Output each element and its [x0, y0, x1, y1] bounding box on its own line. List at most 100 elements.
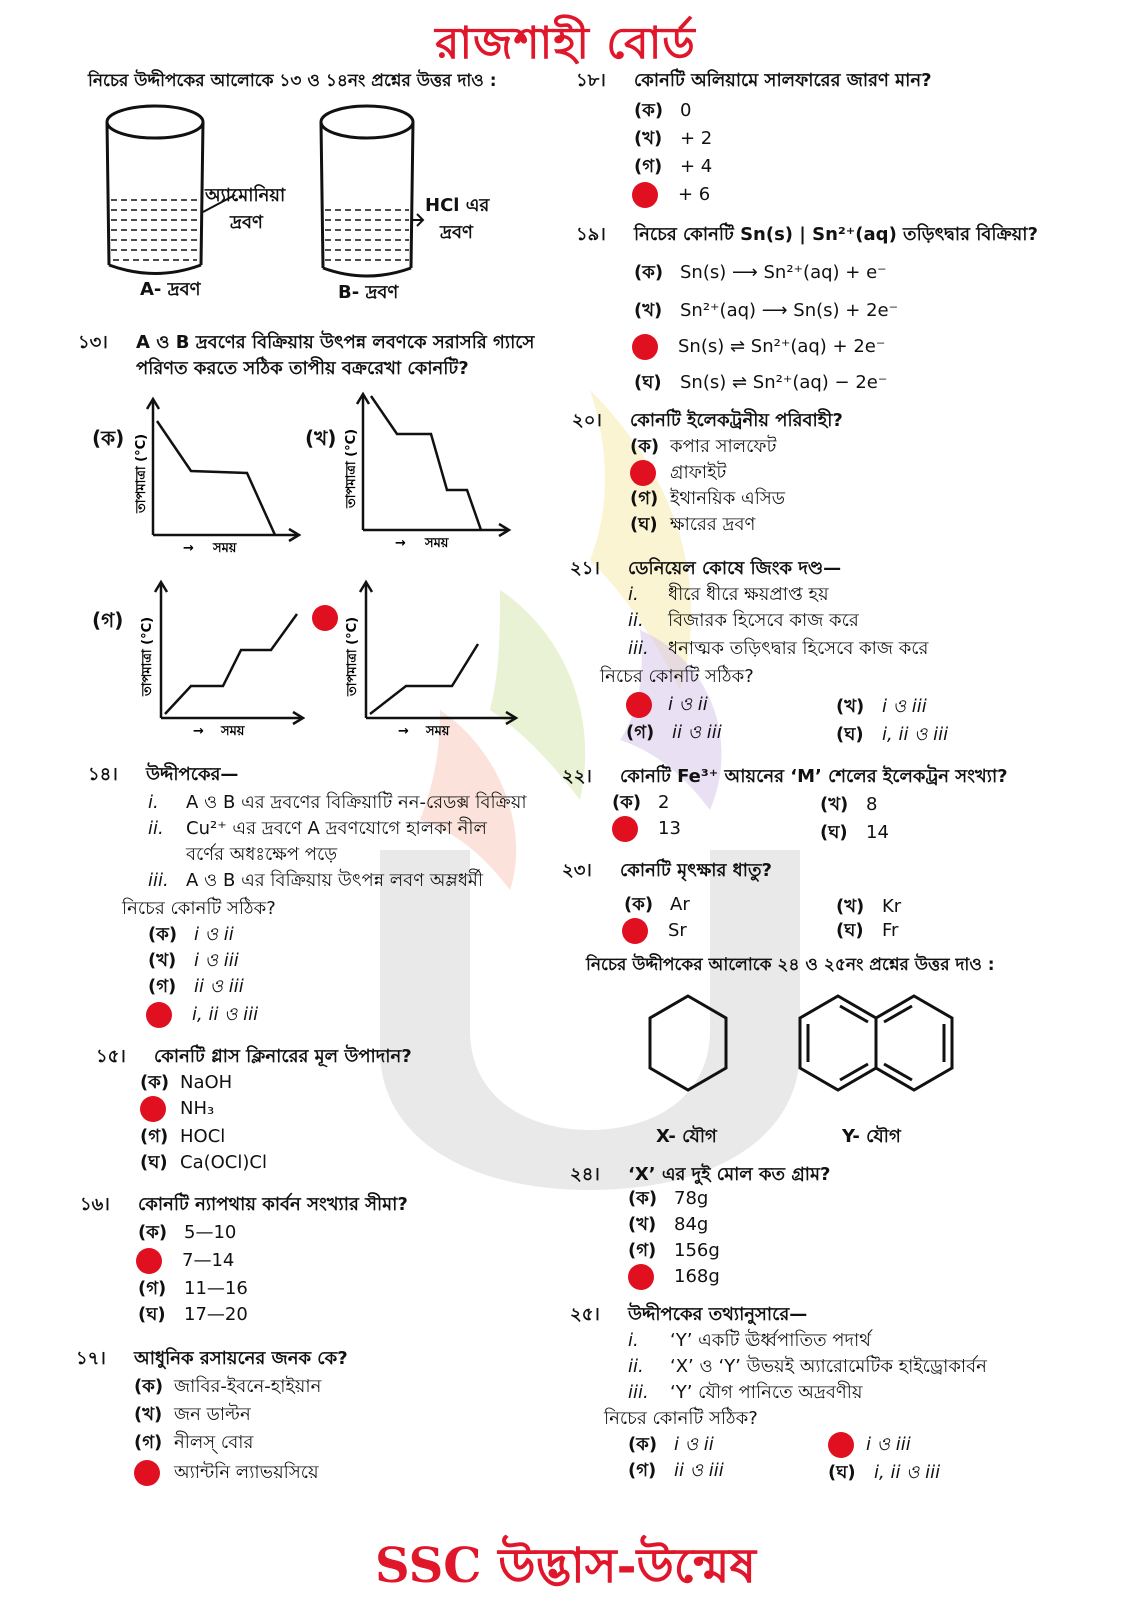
question-text: নিচের কোনটি Sn(s) | Sn²⁺(aq) তড়িৎদ্বার …: [634, 224, 1038, 245]
option[interactable]: (ক)i ও ii: [148, 924, 234, 945]
question-number: ২৫।: [570, 1304, 600, 1325]
graph-gha-ylabel: তাপমাত্রা (°C): [345, 617, 360, 697]
question-text: কোনটি অলিয়ামে সালফারের জারণ মান?: [634, 70, 932, 91]
option[interactable]: (গ)ii ও iii: [148, 976, 244, 997]
option-correct[interactable]: + 6: [630, 182, 710, 208]
question-text: আধুনিক রসায়নের জনক কে?: [134, 1348, 348, 1369]
answer-dot: [632, 182, 658, 208]
option[interactable]: (ঘ)i, ii ও iii: [836, 724, 949, 745]
question-text: কোনটি গ্লাস ক্লিনারের মূল উপাদান?: [154, 1046, 412, 1067]
answer-dot: [626, 692, 652, 718]
option[interactable]: (ঘ)17—20: [138, 1304, 248, 1325]
question-number: ২৩।: [562, 860, 592, 881]
graph-kha: তাপমাত্রা (°C) সময় →: [344, 391, 512, 550]
question-19: ১৯। নিচের কোনটি Sn(s) | Sn²⁺(aq) তড়িৎদ্ব…: [576, 222, 1038, 248]
option[interactable]: (ক)Ar: [624, 894, 690, 915]
answer-dot: [134, 1460, 160, 1486]
stimulus-intro-24-25: নিচের উদ্দীপকের আলোকে ২৪ ও ২৫নং প্রশ্নের…: [586, 955, 995, 975]
question-number: ১৫।: [96, 1046, 126, 1067]
option[interactable]: (খ)i ও iii: [148, 950, 239, 971]
option[interactable]: (ঘ)Fr: [836, 920, 899, 941]
graph-kha-xlabel: সময়: [424, 536, 450, 550]
option[interactable]: (ক)NaOH: [140, 1072, 233, 1093]
option[interactable]: (ক)5—10: [138, 1222, 237, 1243]
option[interactable]: (খ)Kr: [836, 896, 902, 917]
option-correct[interactable]: NH₃: [138, 1096, 214, 1122]
option-correct[interactable]: i ও iii: [826, 1432, 911, 1458]
option[interactable]: (ক)78g: [628, 1188, 709, 1209]
option-correct[interactable]: অ্যান্টনি ল্যাভয়সিয়ে: [132, 1460, 319, 1486]
beaker-b-label: B- দ্রবণ: [338, 282, 399, 303]
option-correct[interactable]: Sr: [620, 918, 687, 944]
option[interactable]: (গ)+ 4: [634, 156, 713, 177]
question-23: ২৩। কোনটি মৃৎক্ষার ধাতু?: [562, 858, 772, 884]
option[interactable]: (ঘ)14: [820, 822, 889, 843]
option[interactable]: (গ)11—16: [138, 1278, 248, 1299]
statement: i.A ও B এর দ্রবণের বিক্রিয়াটি নন-রেডক্স…: [148, 792, 527, 813]
option[interactable]: (গ)ইথানয়িক এসিড: [630, 488, 786, 509]
option[interactable]: (খ)i ও iii: [836, 696, 927, 717]
option[interactable]: (খ)+ 2: [634, 128, 713, 149]
option[interactable]: (খ)জন ডাল্টন: [134, 1404, 251, 1425]
question-number: ১৪।: [88, 764, 118, 785]
option[interactable]: (ঘ)ক্ষারের দ্রবণ: [630, 514, 756, 535]
question-text: ডেনিয়েল কোষে জিংক দণ্ড—: [628, 558, 842, 579]
question-14: ১৪।উদ্দীপকের—: [88, 762, 238, 788]
svg-text:→: →: [395, 536, 406, 550]
graph-ka: তাপমাত্রা (°C) সময় →: [134, 396, 302, 555]
statement: iii.‘Y’ যৌগ পানিতে অদ্রবণীয়: [628, 1382, 863, 1403]
option-correct[interactable]: গ্রাফাইট: [628, 460, 726, 486]
option[interactable]: (ক)কপার সালফেট: [630, 436, 777, 457]
graph-gha-xlabel: সময়: [425, 724, 451, 738]
question-number: ১৬।: [80, 1194, 110, 1215]
option[interactable]: (খ)8: [820, 794, 878, 815]
beaker-b-desc-2: দ্রবণ: [440, 222, 473, 243]
answer-dot: [612, 816, 638, 842]
graph-ka-ylabel: তাপমাত্রা (°C): [134, 434, 149, 514]
option-correct[interactable]: 7—14: [134, 1248, 234, 1274]
svg-text:→: →: [183, 541, 194, 555]
graph-ka-label: (ক): [92, 426, 125, 450]
statement: ii.‘X’ ও ‘Y’ উভয়ই অ্যারোমেটিক হাইড্রোকা…: [628, 1356, 987, 1377]
question-text: কোনটি মৃৎক্ষার ধাতু?: [620, 860, 772, 881]
graph-ka-xlabel: সময়: [212, 541, 238, 555]
option[interactable]: (গ)HOCl: [140, 1126, 226, 1147]
question-21: ২১।ডেনিয়েল কোষে জিংক দণ্ড—: [570, 556, 841, 582]
option[interactable]: (গ)ii ও iii: [626, 722, 722, 743]
option[interactable]: (ক)i ও ii: [628, 1434, 714, 1455]
question-16: ১৬।কোনটি ন্যাপথায় কার্বন সংখ্যার সীমা?: [80, 1192, 408, 1218]
question-13: ১৩।A ও B দ্রবণের বিক্রিয়ায় উৎপন্ন লবণক…: [78, 330, 534, 356]
option-correct[interactable]: 168g: [626, 1264, 720, 1290]
option-correct[interactable]: i, ii ও iii: [144, 1002, 258, 1028]
option[interactable]: (ঘ)Sn(s) ⇌ Sn²⁺(aq) − 2e⁻: [634, 372, 888, 393]
beaker-b-desc-1: HCl এর: [425, 195, 490, 216]
question-17: ১৭। আধুনিক রসায়নের জনক কে?: [76, 1346, 348, 1372]
question-number: ১৭।: [76, 1348, 106, 1369]
answer-dot: [628, 1264, 654, 1290]
option-correct[interactable]: Sn(s) ⇌ Sn²⁺(aq) + 2e⁻: [630, 334, 885, 360]
question-text: উদ্দীপকের তথ্যানুসারে—: [628, 1304, 808, 1325]
answer-dot: [312, 605, 338, 631]
option[interactable]: (ক)2: [612, 792, 670, 813]
option-correct[interactable]: 13: [610, 816, 681, 842]
option[interactable]: (ঘ)Ca(OCl)Cl: [140, 1152, 267, 1173]
question-18: ১৮।কোনটি অলিয়ামে সালফারের জারণ মান?: [576, 68, 932, 94]
answer-dot: [146, 1002, 172, 1028]
answer-dot: [622, 918, 648, 944]
option[interactable]: (ক)Sn(s) ⟶ Sn²⁺(aq) + e⁻: [634, 262, 887, 283]
option[interactable]: (গ)156g: [628, 1240, 720, 1261]
option[interactable]: (খ)84g: [628, 1214, 709, 1235]
question-text: কোনটি Fe³⁺ আয়নের ‘M’ শেলের ইলেকট্রন সংখ…: [620, 766, 1008, 787]
option[interactable]: (ক)জাবির-ইবনে-হাইয়ান: [134, 1376, 322, 1397]
option[interactable]: (ক)0: [634, 100, 692, 121]
option[interactable]: (ঘ)i, ii ও iii: [828, 1462, 941, 1483]
graph-gha: তাপমাত্রা (°C) সময় →: [345, 579, 519, 738]
option[interactable]: (গ)ii ও iii: [628, 1460, 724, 1481]
stimulus-intro-13-14: নিচের উদ্দীপকের আলোকে ১৩ ও ১৪নং প্রশ্নের…: [88, 71, 497, 91]
beaker-a-desc-1: অ্যামোনিয়া: [205, 185, 286, 206]
option-correct[interactable]: i ও ii: [624, 692, 708, 718]
question-number: ১৯।: [576, 224, 606, 245]
svg-text:→: →: [398, 724, 409, 738]
option[interactable]: (খ)Sn²⁺(aq) ⟶ Sn(s) + 2e⁻: [634, 300, 899, 321]
option[interactable]: (গ)নীলস্ বোর: [134, 1432, 254, 1453]
